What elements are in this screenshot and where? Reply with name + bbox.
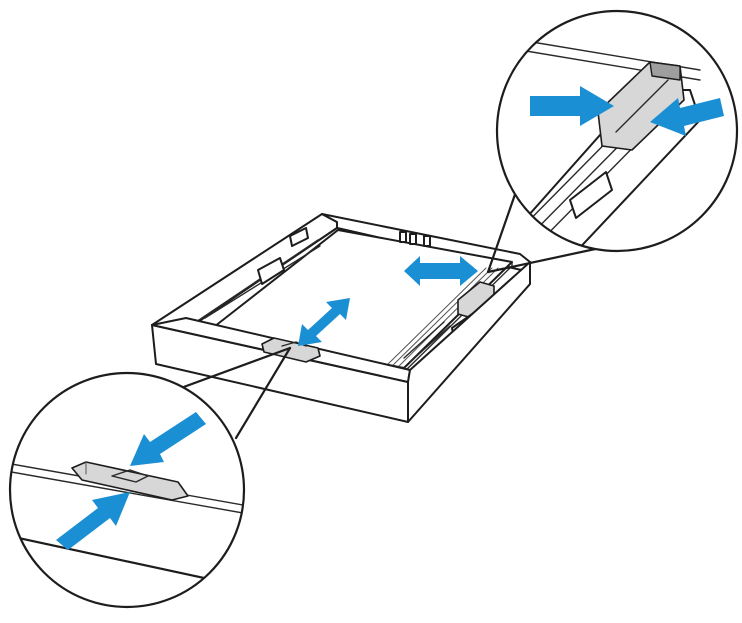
squeeze-arrow-upper bbox=[130, 412, 206, 466]
length-guide-arrow bbox=[404, 256, 478, 286]
squeeze-arrow-right bbox=[650, 98, 724, 136]
back-post bbox=[399, 231, 407, 243]
squeeze-arrow-left bbox=[530, 86, 614, 126]
tray-front-side bbox=[407, 261, 531, 423]
magnified-guide-tab bbox=[569, 171, 613, 219]
arrow-icon bbox=[130, 412, 206, 466]
width-guide-arrow bbox=[298, 298, 350, 346]
top-magnifier-ring bbox=[495, 9, 739, 253]
arrow-icon bbox=[404, 256, 478, 286]
arrow-icon bbox=[650, 98, 724, 136]
bottom-magnifier-ring bbox=[8, 371, 246, 609]
left-rail-tab bbox=[289, 227, 309, 247]
paper-tray bbox=[151, 213, 531, 423]
bottom-magnifier-callout bbox=[8, 346, 292, 609]
arrow-icon bbox=[56, 492, 130, 550]
top-magnifier-callout bbox=[486, 9, 739, 274]
arrow-icon bbox=[298, 298, 350, 346]
arrow-icon bbox=[530, 86, 614, 126]
left-rail-tab bbox=[257, 257, 285, 285]
squeeze-arrow-lower bbox=[56, 492, 130, 550]
back-post bbox=[409, 233, 417, 245]
width-guide bbox=[261, 337, 321, 363]
back-post bbox=[423, 235, 431, 247]
